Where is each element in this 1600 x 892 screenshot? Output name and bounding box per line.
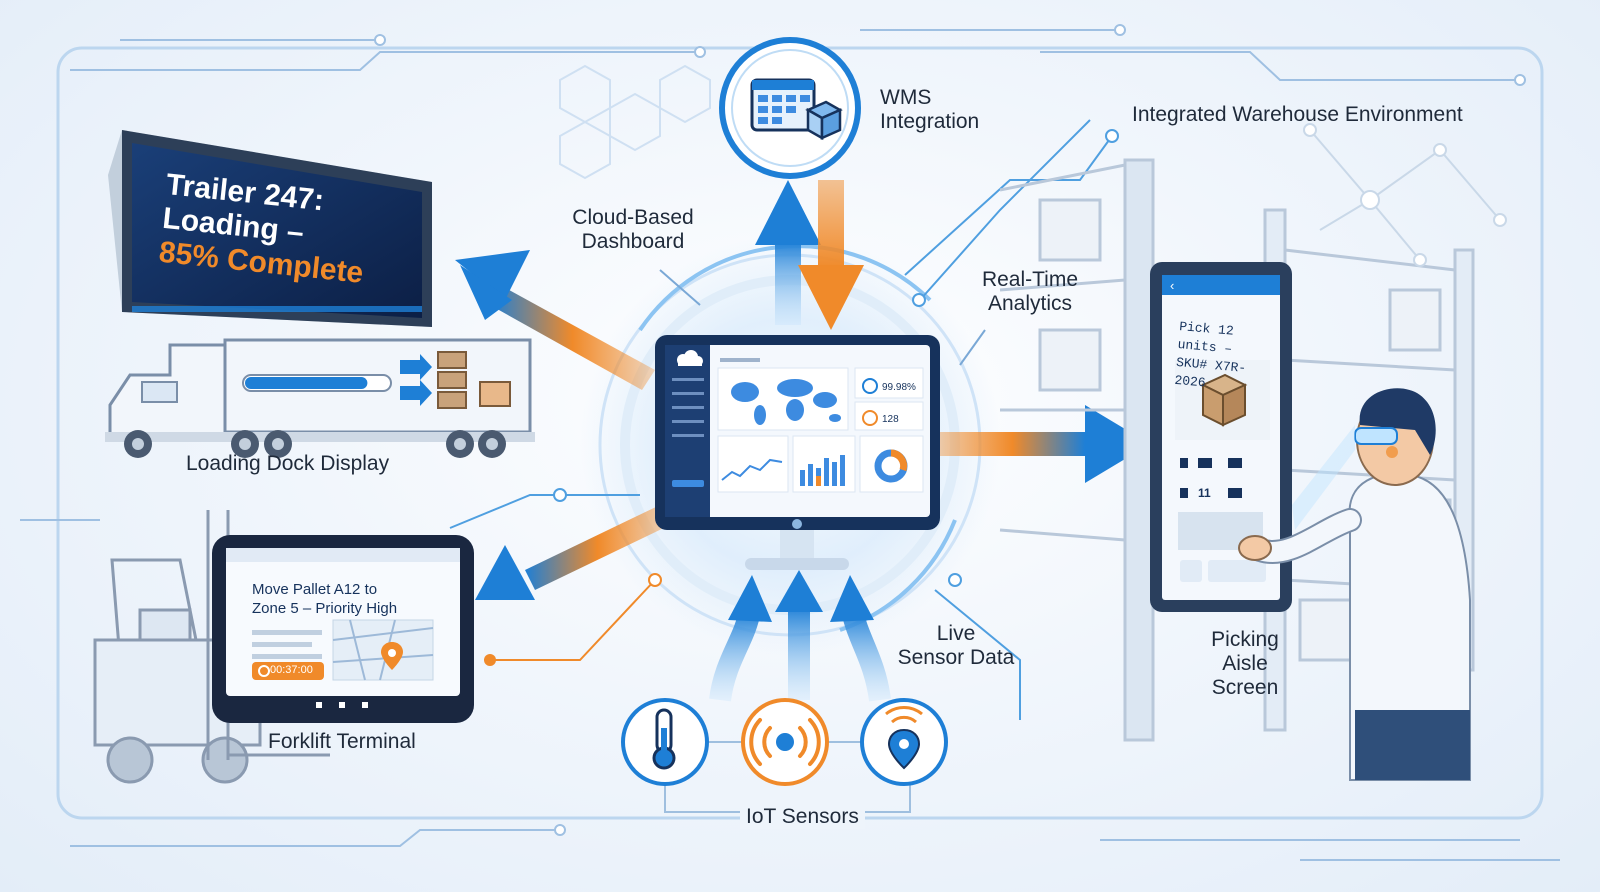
box-icon xyxy=(805,100,843,141)
picking-aisle-screen: ‹ 11 xyxy=(1150,262,1292,612)
wms-label-line1: WMS xyxy=(880,86,932,109)
picking-screen-text: Pick 12 units – SKU# X7R-2026 xyxy=(1174,318,1280,398)
tablet-line1: Move Pallet A12 to xyxy=(252,581,378,598)
svg-text:‹: ‹ xyxy=(1170,278,1174,293)
integrated-env-label: Integrated Warehouse Environment xyxy=(1132,103,1463,126)
sensor-label-line2: Sensor Data xyxy=(897,646,1015,669)
arrows-from-iot xyxy=(709,570,891,702)
wms-integration-node xyxy=(719,37,861,179)
arrow-to-forklift xyxy=(475,505,670,600)
svg-text:11: 11 xyxy=(1198,486,1211,500)
arrow-to-loading-dock xyxy=(455,250,655,390)
analytics-label-line1: Real-Time xyxy=(981,268,1079,291)
picking-label: Picking Aisle Screen xyxy=(1190,628,1300,700)
circuit-lines xyxy=(20,29,1560,861)
tablet-line2: Zone 5 – Priority High xyxy=(252,600,398,617)
calendar-table-icon xyxy=(750,78,816,132)
box-icon xyxy=(1200,373,1248,427)
picking-label-line2: Aisle xyxy=(1222,652,1268,675)
location-sensor xyxy=(860,698,948,786)
picking-label-line3: Screen xyxy=(1211,676,1279,699)
loading-dock-billboard xyxy=(108,130,432,327)
arrow-to-wms xyxy=(755,180,821,325)
thermometer-sensor xyxy=(621,698,709,786)
loading-dock-label: Loading Dock Display xyxy=(186,452,390,475)
worker-illustration xyxy=(1238,388,1471,781)
arrow-to-picking-screen xyxy=(940,405,1150,483)
wms-label: WMS Integration xyxy=(880,86,979,134)
cloud-label-line1: Cloud-Based xyxy=(572,206,694,229)
analytics-label-line2: Analytics xyxy=(987,292,1073,315)
thermometer-icon xyxy=(652,708,676,770)
hexagon-pattern xyxy=(559,64,711,180)
signal-sensor xyxy=(741,698,829,786)
truck-progress-fill xyxy=(245,377,368,389)
svg-text:128: 128 xyxy=(882,414,899,425)
picking-label-line1: Picking xyxy=(1211,628,1279,651)
connector-dot xyxy=(484,654,496,666)
forklift-terminal-tablet xyxy=(212,535,474,723)
signal-icon xyxy=(749,718,821,766)
location-pin-icon xyxy=(885,706,923,770)
arrow-from-wms xyxy=(798,180,864,330)
tablet-timer: 00:37:00 xyxy=(270,664,313,676)
truck-illustration xyxy=(105,338,535,458)
cloud-icon xyxy=(677,350,703,366)
sensor-label-line1: Live xyxy=(936,622,976,645)
svg-text:99.98%: 99.98% xyxy=(882,382,916,393)
iot-sensors-group xyxy=(621,698,948,813)
wms-label-line2: Integration xyxy=(880,110,980,133)
analytics-label: Real-Time Analytics xyxy=(955,268,1105,316)
forklift-label: Forklift Terminal xyxy=(268,730,416,753)
cloud-dashboard-label: Cloud-Based Dashboard xyxy=(548,206,718,254)
sensor-data-label: Live Sensor Data xyxy=(886,622,1026,670)
iot-sensors-label: IoT Sensors xyxy=(740,805,865,829)
central-dashboard-monitor: 99.98% 128 xyxy=(655,335,940,570)
tablet-task-text: Move Pallet A12 to Zone 5 – Priority Hig… xyxy=(252,580,397,618)
network-nodes xyxy=(1309,129,1501,261)
cloud-label-line2: Dashboard xyxy=(581,230,685,253)
